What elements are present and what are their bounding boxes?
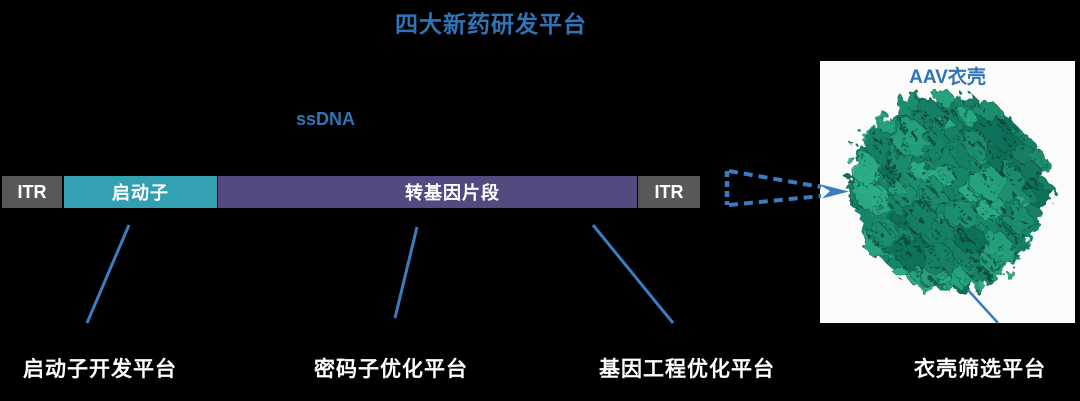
platform-label-promoter: 启动子开发平台 <box>23 358 177 381</box>
segment-itr-right: ITR <box>638 176 700 208</box>
capsid-panel: AAV衣壳 <box>820 61 1075 323</box>
page-title: 四大新药研发平台 <box>395 11 587 37</box>
segment-itr-left-label: ITR <box>17 181 47 202</box>
segment-transgene: 转基因片段 <box>218 176 637 208</box>
engineering-connector-line <box>591 224 675 324</box>
segment-itr-left: ITR <box>2 176 62 208</box>
platform-label-capsid: 衣壳筛选平台 <box>914 358 1046 381</box>
segment-itr-right-label: ITR <box>654 181 684 202</box>
capsid-illustration <box>847 88 1053 296</box>
platform-label-engineering: 基因工程优化平台 <box>599 358 775 381</box>
capsid-title: AAV衣壳 <box>909 67 986 88</box>
segment-promoter-label: 启动子 <box>112 183 169 203</box>
ssdna-label: ssDNA <box>296 109 356 129</box>
segment-transgene-label: 转基因片段 <box>405 183 500 203</box>
segment-promoter: 启动子 <box>64 176 217 208</box>
promoter-connector-line <box>85 224 131 324</box>
funnel-bottom-line <box>728 194 822 207</box>
codon-connector-line <box>393 226 419 319</box>
funnel-top-line <box>728 169 822 189</box>
platform-label-codon: 密码子优化平台 <box>314 358 468 381</box>
